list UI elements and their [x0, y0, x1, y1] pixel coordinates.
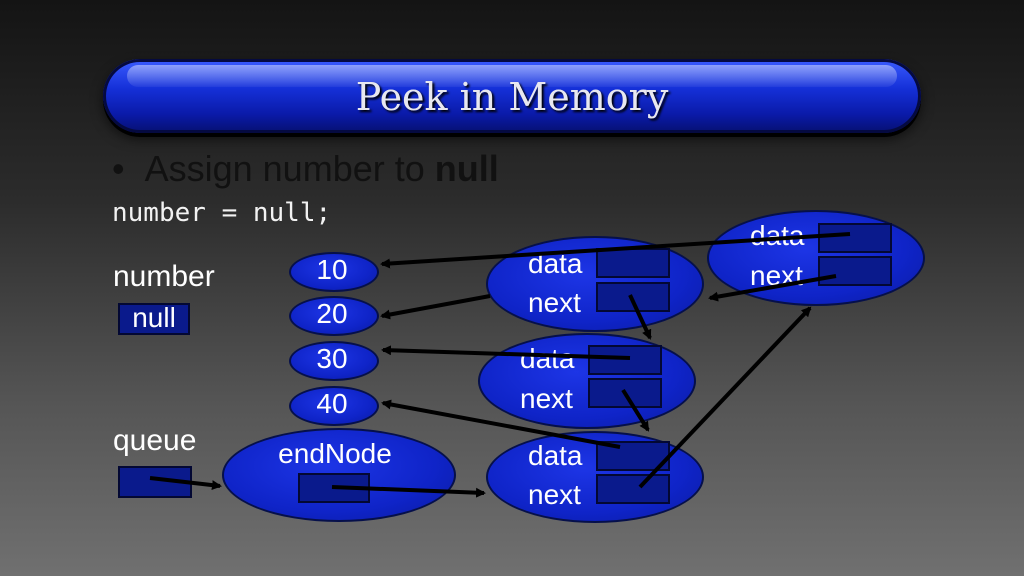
- end-node-label: endNode: [278, 438, 392, 469]
- value-node-20-label: 20: [316, 298, 348, 329]
- bullet-bold: null: [434, 148, 499, 189]
- list-node-3-next-label: next: [528, 479, 581, 510]
- arrow-node4-next-to-node1: [708, 274, 837, 302]
- arrow-node3-data-to-40: [381, 399, 621, 449]
- arrow-node3-next-to-node4: [638, 306, 812, 489]
- page-title: Peek in Memory: [355, 75, 669, 119]
- title-bar: Peek in Memory: [103, 59, 921, 133]
- list-node-3-next-box: [596, 474, 670, 504]
- number-label: number: [113, 260, 215, 293]
- value-node-30: [289, 341, 379, 381]
- value-node-20: [289, 296, 379, 336]
- arrow-node2-data-to-30: [381, 345, 631, 360]
- list-node-2-data-label: data: [520, 343, 575, 374]
- list-node-2-next-label: next: [520, 383, 573, 414]
- list-node-4-data-box: [818, 223, 892, 253]
- list-node-4-next-box: [818, 256, 892, 286]
- list-node-2-data-box: [588, 345, 662, 375]
- code-line: number = null;: [112, 198, 332, 228]
- queue-label: queue: [113, 424, 197, 457]
- value-node-30-label: 30: [316, 343, 348, 374]
- value-node-10: [289, 252, 379, 292]
- arrow-node4-data-to-10: [380, 232, 851, 269]
- number-variable-box: null: [118, 302, 190, 335]
- arrow-endnode-to-node3: [331, 485, 486, 498]
- list-node-1-next-label: next: [528, 287, 581, 318]
- bullet-text: • Assign number to null: [112, 148, 499, 190]
- arrow-node1-data-to-20: [380, 294, 491, 320]
- number-value: null: [132, 302, 176, 333]
- arrow-queue-to-endnode: [149, 476, 222, 491]
- list-node-3-data-label: data: [528, 440, 583, 471]
- arrow-node2-next-to-node3: [621, 388, 650, 432]
- value-node-40-label: 40: [316, 388, 348, 419]
- value-node-10-label: 10: [316, 254, 348, 285]
- bullet-dot: •: [112, 148, 145, 189]
- value-node-40: [289, 386, 379, 426]
- bullet-prefix: Assign number to: [144, 148, 435, 189]
- arrow-node1-next-to-node2: [628, 294, 652, 340]
